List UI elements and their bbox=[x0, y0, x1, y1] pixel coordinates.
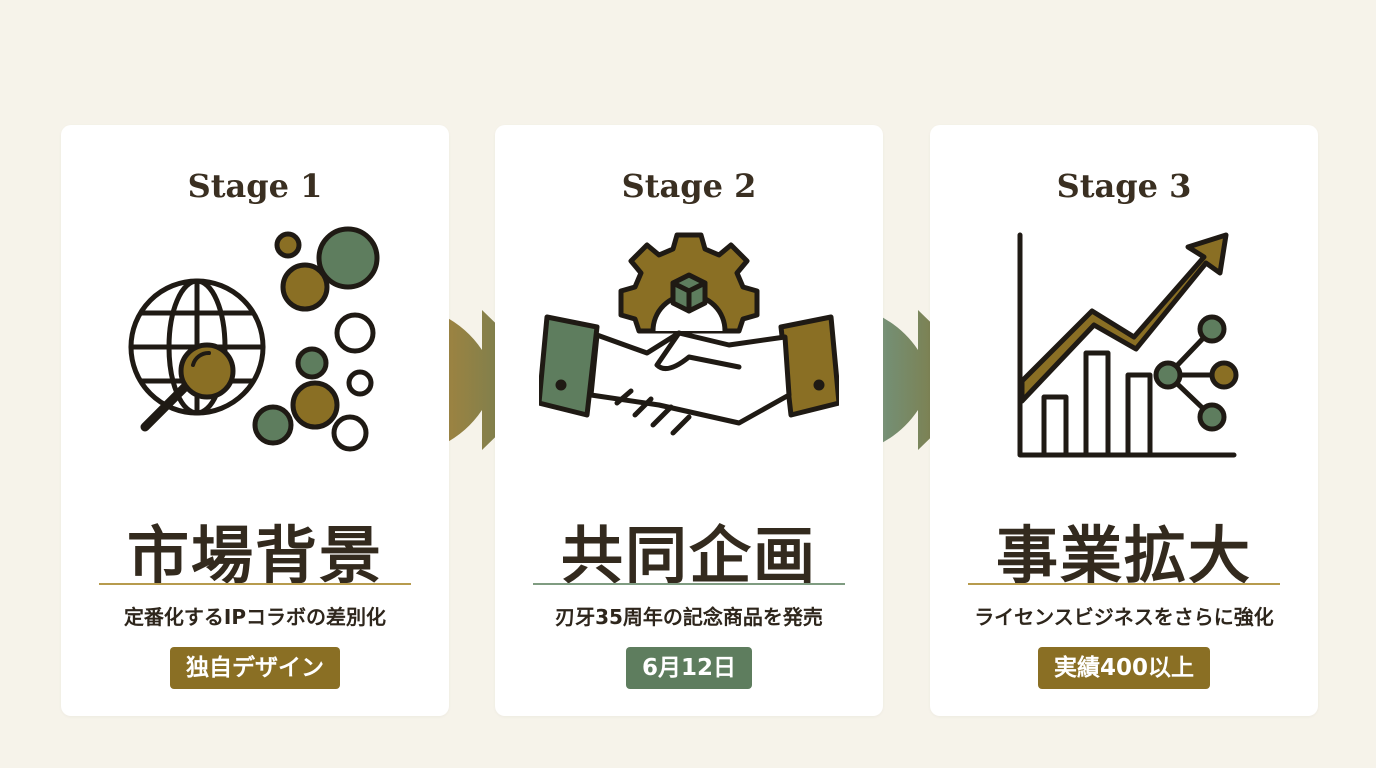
divider bbox=[99, 583, 411, 585]
stage-card-1: Stage 1 市場背景 定番化するIPコラボの差別化 独自デザイン bbox=[61, 125, 449, 716]
stage-title: 事業拡大 bbox=[995, 519, 1252, 592]
stage-description: 刃牙35周年の記念商品を発売 bbox=[555, 605, 823, 629]
stage-badge: 実績400以上 bbox=[1037, 647, 1210, 689]
stage-title: 共同企画 bbox=[560, 519, 817, 592]
stage-label: Stage 1 bbox=[187, 167, 323, 205]
stage-title: 市場背景 bbox=[126, 519, 383, 592]
stage-label: Stage 3 bbox=[1056, 167, 1192, 205]
divider bbox=[968, 583, 1280, 585]
growth-chart-icon bbox=[1017, 232, 1239, 458]
stage-description: 定番化するIPコラボの差別化 bbox=[123, 605, 387, 629]
globe-search-icon bbox=[128, 226, 380, 452]
stage-badge: 独自デザイン bbox=[170, 647, 340, 689]
stage-card-2: Stage 2 共同企画 刃牙35周年の記念商品を発売 6月12日 bbox=[495, 125, 883, 716]
divider bbox=[533, 583, 845, 585]
handshake-gear-icon bbox=[539, 232, 839, 436]
stage-card-3: Stage 3 事業拡大 ライセンスビジネスをさらに強化 実績400以上 bbox=[930, 125, 1318, 716]
stage-badge: 6月12日 bbox=[625, 647, 752, 689]
stage-description: ライセンスビジネスをさらに強化 bbox=[974, 605, 1274, 629]
stage-label: Stage 2 bbox=[621, 167, 757, 205]
